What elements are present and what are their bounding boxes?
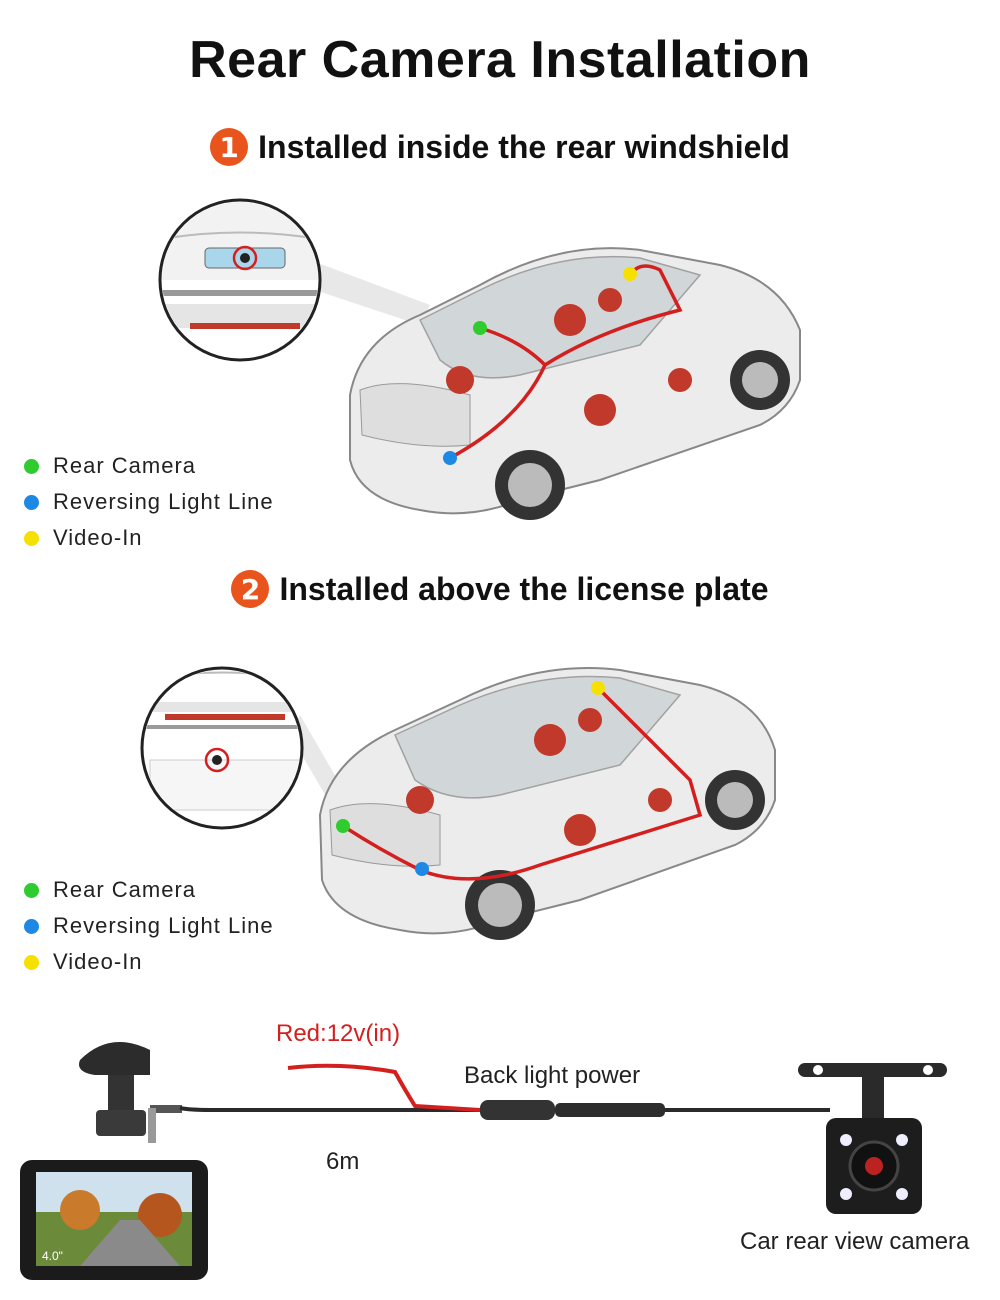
legend-item: Rear Camera: [24, 448, 274, 484]
marker-reversing-light-1: [443, 451, 457, 465]
step-1-badge: 1: [210, 128, 249, 166]
marker-reversing-light-2: [415, 862, 429, 876]
wire-route-1: [449, 264, 683, 460]
car-illustration-2: [140, 666, 776, 940]
green-dot-icon: [24, 882, 39, 898]
marker-rear-camera-2: [336, 819, 350, 833]
legend-label: Reversing Light Line: [53, 489, 274, 514]
section-2-title: Installed above the license plate: [279, 570, 769, 607]
back-light-power-label: Back light power: [464, 1062, 641, 1089]
section-2-heading: 2 Installed above the license plate: [0, 570, 1000, 608]
legend-label: Reversing Light Line: [53, 913, 274, 938]
wire-route-2: [342, 688, 703, 881]
legend-1: Rear Camera Reversing Light Line Video-I…: [24, 448, 274, 556]
car-illustration-1: [158, 198, 801, 520]
yellow-dot-icon: [24, 954, 39, 970]
legend-label: Rear Camera: [53, 453, 197, 478]
rear-view-camera-label: Car rear view camera: [740, 1228, 970, 1255]
page-title: Rear Camera Installation: [189, 31, 811, 89]
main-cable: [179, 1106, 830, 1112]
cable-length-label: 6m: [326, 1148, 360, 1175]
legend-item: Reversing Light Line: [24, 484, 274, 520]
marker-video-in-2: [591, 681, 605, 695]
legend-label: Video-In: [53, 525, 143, 550]
dash-cam-icon: [20, 1042, 208, 1280]
legend-2: Rear Camera Reversing Light Line Video-I…: [24, 872, 274, 980]
marker-video-in-1: [623, 267, 637, 281]
legend-label: Video-In: [53, 949, 143, 974]
blue-dot-icon: [24, 918, 39, 934]
red-power-wire: [287, 1063, 481, 1112]
red-wire-label: Red:12v(in): [276, 1020, 401, 1047]
marker-rear-camera-1: [473, 321, 487, 335]
wiring-diagram: 4.0": [20, 1042, 947, 1280]
legend-item: Rear Camera: [24, 872, 274, 908]
section-1-heading: 1 Installed inside the rear windshield: [0, 128, 1000, 166]
car-body-2: [318, 667, 776, 940]
legend-item: Reversing Light Line: [24, 908, 274, 944]
legend-item: Video-In: [24, 520, 274, 556]
blue-dot-icon: [24, 494, 39, 510]
step-2-badge: 2: [231, 570, 270, 608]
yellow-dot-icon: [24, 530, 39, 546]
green-dot-icon: [24, 458, 39, 474]
legend-item: Video-In: [24, 944, 274, 980]
section-1-title: Installed inside the rear windshield: [258, 128, 790, 165]
legend-label: Rear Camera: [53, 877, 197, 902]
screen-size-label: 4.0": [42, 1249, 63, 1263]
rear-camera-icon: [798, 1063, 947, 1214]
car-body-1: [349, 247, 801, 520]
